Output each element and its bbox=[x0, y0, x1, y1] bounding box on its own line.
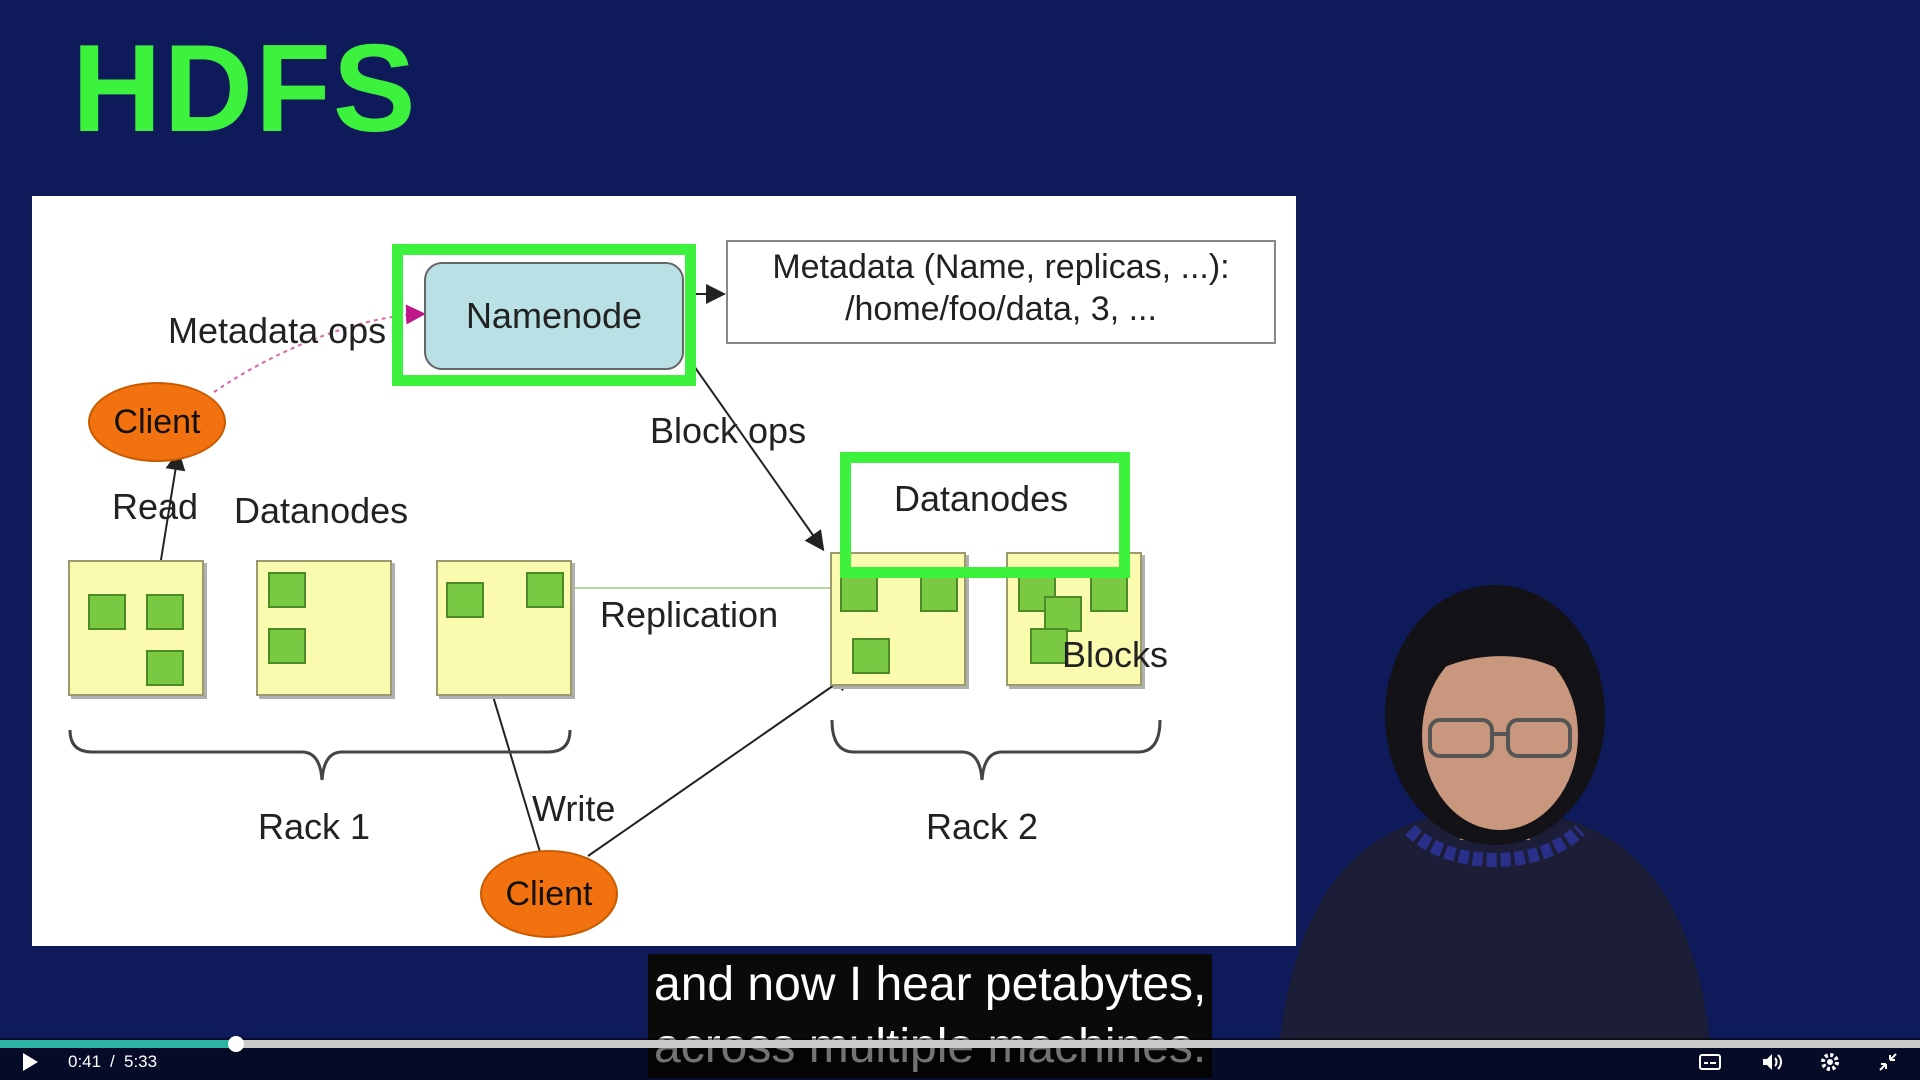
metadata-box: Metadata (Name, replicas, ...): /home/fo… bbox=[726, 240, 1276, 344]
metadata-line-2: /home/foo/data, 3, ... bbox=[845, 290, 1157, 328]
block bbox=[268, 628, 306, 664]
datanodes-highlight bbox=[840, 452, 1130, 578]
rack2-label: Rack 2 bbox=[926, 806, 1039, 847]
slide-title: HDFS bbox=[72, 20, 418, 158]
client-top-label: Client bbox=[113, 402, 201, 441]
replication-label: Replication bbox=[600, 594, 779, 635]
play-icon[interactable] bbox=[18, 1050, 42, 1074]
write-line-right bbox=[587, 671, 854, 857]
time-separator: / bbox=[110, 1052, 115, 1071]
client-top: Client bbox=[88, 382, 226, 462]
metadata-line-1: Metadata (Name, replicas, ...): bbox=[772, 248, 1230, 286]
block-ops-label: Block ops bbox=[650, 410, 807, 451]
block-ops-line bbox=[693, 365, 825, 552]
block bbox=[268, 572, 306, 608]
rack1-brace bbox=[68, 729, 572, 781]
block bbox=[1030, 628, 1068, 664]
datanodes-left-label: Datanodes bbox=[234, 490, 409, 531]
blocks-label: Blocks bbox=[1062, 634, 1169, 675]
block bbox=[526, 572, 564, 608]
block bbox=[1090, 576, 1128, 612]
datanodes-right-label: Datanodes bbox=[894, 478, 1069, 519]
progress-fill bbox=[0, 1040, 237, 1048]
metadata-ops-label: Metadata ops bbox=[168, 310, 387, 351]
block bbox=[1044, 596, 1082, 632]
rack2-brace bbox=[830, 719, 1162, 781]
block bbox=[446, 582, 484, 618]
namenode-label: Namenode bbox=[465, 295, 643, 336]
block bbox=[840, 576, 878, 612]
settings-icon[interactable] bbox=[1818, 1050, 1842, 1074]
volume-icon[interactable] bbox=[1760, 1050, 1784, 1074]
rack1-datanode-3 bbox=[436, 560, 572, 696]
progress-bar[interactable] bbox=[0, 1036, 1920, 1052]
progress-handle[interactable] bbox=[228, 1036, 245, 1052]
exit-fullscreen-icon[interactable] bbox=[1876, 1050, 1900, 1074]
read-label: Read bbox=[112, 486, 199, 527]
client-bottom: Client bbox=[480, 850, 618, 938]
namenode-box: Namenode bbox=[424, 262, 684, 370]
presenter-video bbox=[1280, 585, 1710, 1040]
read-line bbox=[159, 450, 186, 567]
block bbox=[852, 638, 890, 674]
captions-icon[interactable] bbox=[1698, 1050, 1722, 1074]
caption-line-1: and now I hear petabytes, bbox=[654, 958, 1207, 1011]
block bbox=[146, 594, 184, 630]
current-time: 0:41 bbox=[68, 1052, 102, 1071]
hdfs-diagram: Namenode Metadata (Name, replicas, ...):… bbox=[32, 196, 1296, 946]
rack1-label: Rack 1 bbox=[258, 806, 371, 847]
rack1-datanode-2 bbox=[256, 560, 392, 696]
write-label: Write bbox=[532, 788, 616, 829]
duration: 5:33 bbox=[124, 1052, 158, 1071]
block bbox=[88, 594, 126, 630]
rack1-datanode-1 bbox=[68, 560, 204, 696]
block bbox=[146, 650, 184, 686]
client-bottom-label: Client bbox=[505, 874, 593, 913]
namenode-highlight bbox=[392, 244, 696, 386]
block bbox=[920, 576, 958, 612]
